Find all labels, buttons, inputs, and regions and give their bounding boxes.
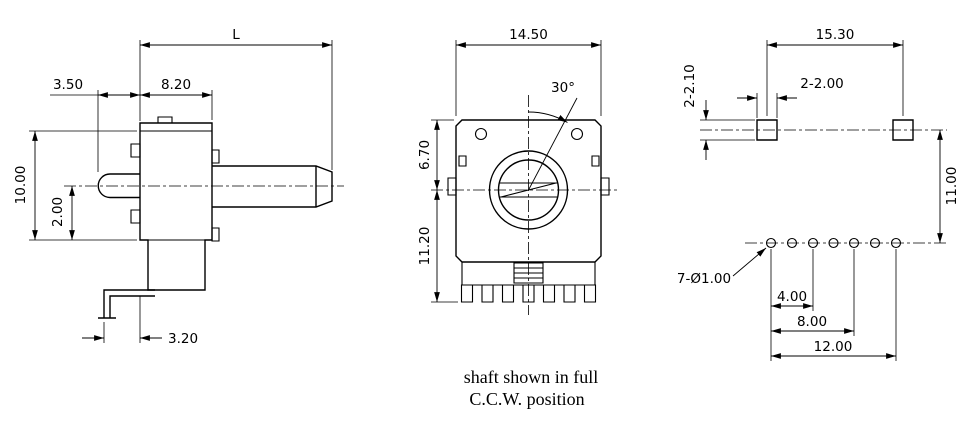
terminal-hole (765, 237, 777, 249)
shaft-side-outline (212, 165, 333, 208)
terminal-hole (786, 237, 798, 249)
dim-label-angle: 30° (551, 80, 575, 96)
side-view: L 3.50 8.20 10.00 2.00 3.20 (13, 27, 344, 347)
angle-reference-line (528, 97, 578, 191)
dim-label-2-2-00: 2-2.00 (800, 76, 844, 92)
terminal-hole (869, 237, 881, 249)
side-nub-outline (97, 173, 140, 199)
caption-line-1: shaft shown in full (464, 367, 599, 387)
dim-label-10-00: 10.00 (13, 166, 29, 205)
dim-label-3-20: 3.20 (168, 331, 198, 347)
mounting-hole-left (474, 127, 488, 141)
terminal-hole (807, 237, 819, 249)
footprint-view: 15.30 2-2.00 2-2.10 11.00 7-Ø1.00 4.00 8… (677, 27, 960, 361)
terminal-hole (848, 237, 860, 249)
mounting-pads (756, 119, 914, 141)
dim-label-4-00: 4.00 (777, 289, 807, 305)
dim-label-6-70: 6.70 (417, 140, 433, 170)
holes-leader-line (732, 247, 767, 277)
dim-label-L: L (232, 27, 240, 43)
dim-label-8-00: 8.00 (797, 314, 827, 330)
dim-label-3-50: 3.50 (53, 77, 83, 93)
caption-line-2: C.C.W. position (469, 389, 584, 409)
dim-label-12-00: 12.00 (814, 339, 853, 355)
mounting-bracket-outline (98, 289, 155, 319)
dim-label-11-00: 11.00 (944, 167, 960, 206)
terminal-hole (890, 237, 902, 249)
dim-label-14-50: 14.50 (509, 27, 548, 43)
mounting-hole-right (570, 127, 584, 141)
dim-label-2-2-10: 2-2.10 (682, 64, 698, 108)
terminal-holes (765, 237, 902, 249)
terminal-pins (460, 284, 597, 303)
front-extension-lines (431, 40, 602, 303)
pot-body-front-outline (455, 119, 602, 263)
dim-label-15-30: 15.30 (816, 27, 855, 43)
dim-label-holes: 7-Ø1.00 (677, 271, 731, 287)
pot-body-side-details (130, 116, 220, 242)
front-side-tabs (447, 155, 610, 196)
terminal-hole (828, 237, 839, 249)
dim-label-2-00: 2.00 (50, 197, 66, 227)
front-view: 14.50 30° 6.70 11.20 shaft shown in full… (417, 27, 620, 409)
angle-arc (528, 111, 568, 123)
dim-label-11-20: 11.20 (417, 227, 433, 266)
dim-label-8-20: 8.20 (161, 77, 191, 93)
pot-body-side-outline (139, 122, 213, 291)
side-extension-lines (29, 40, 333, 343)
